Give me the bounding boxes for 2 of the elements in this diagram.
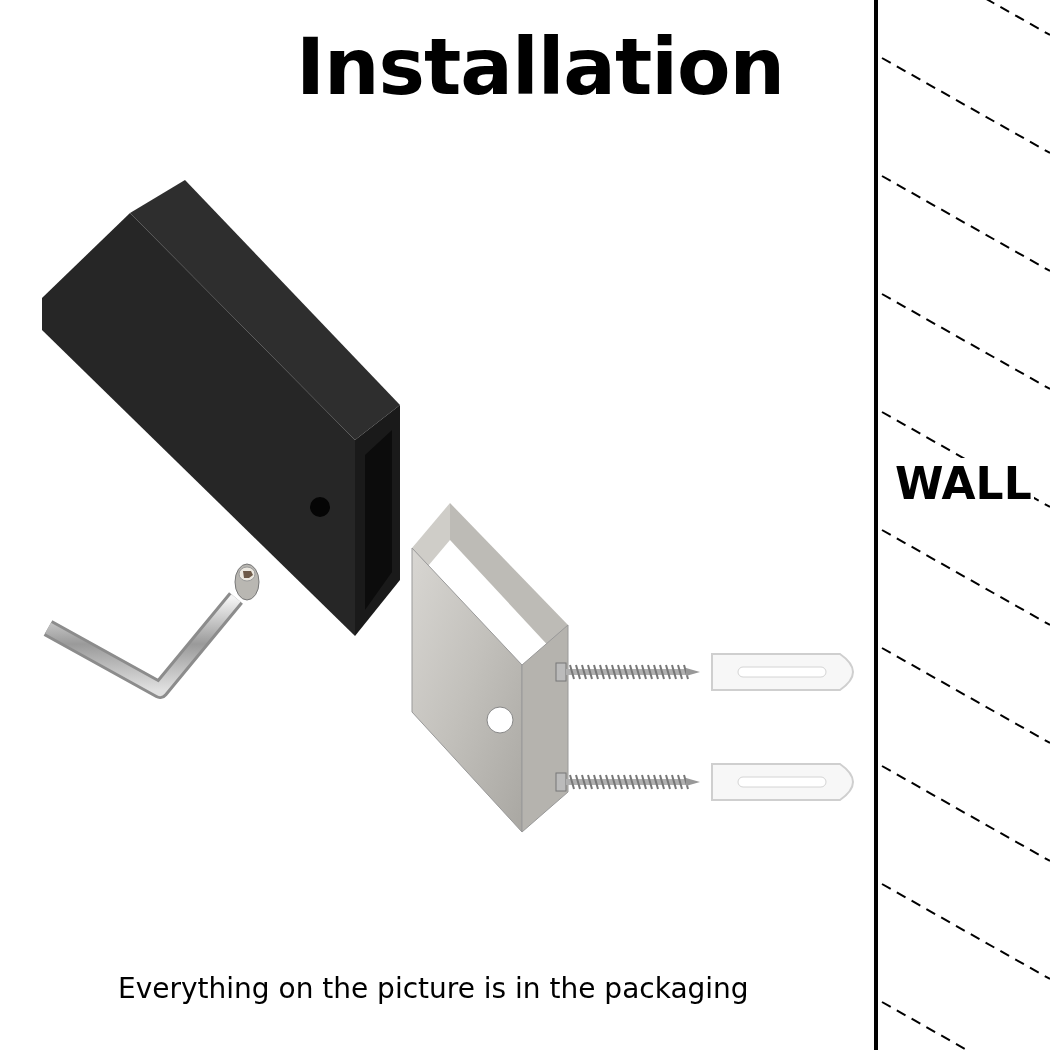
caption: Everything on the picture is in the packaging	[118, 972, 749, 1005]
title: Installation	[296, 22, 785, 112]
